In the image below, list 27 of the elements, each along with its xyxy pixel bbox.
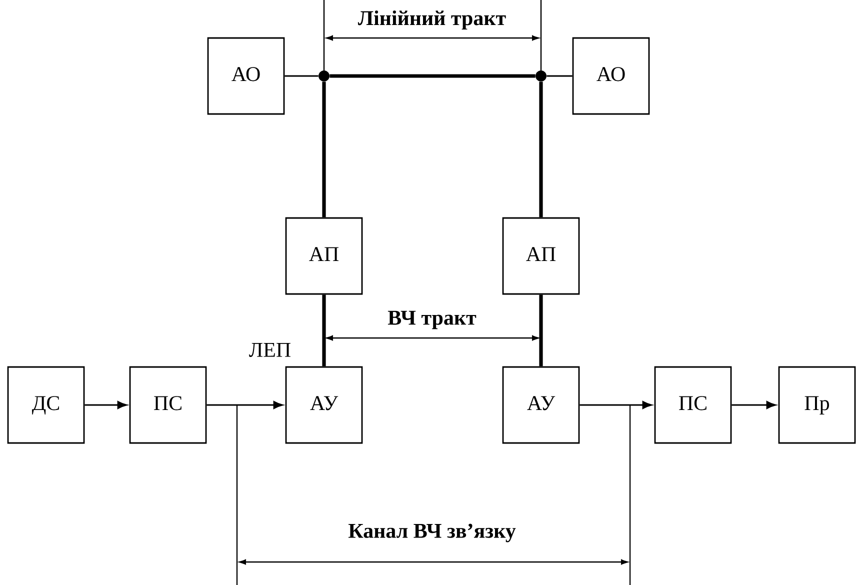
connector-line — [284, 75, 318, 77]
connector-line — [330, 74, 536, 78]
block-box: Пр — [778, 366, 856, 444]
dimension-label: ВЧ тракт — [388, 310, 476, 330]
connector-line — [322, 294, 326, 366]
arrow — [84, 401, 128, 409]
block-box: АП — [285, 217, 363, 295]
junction-dot — [318, 70, 330, 82]
junction-dot — [536, 70, 546, 82]
block-box: ПС — [654, 366, 732, 444]
dimension-label: Канал ВЧ зв’язку — [348, 524, 516, 542]
connector-line — [546, 75, 572, 77]
block-box: ПС — [129, 366, 207, 444]
block-box: АУ — [285, 366, 363, 444]
connector-line — [322, 82, 326, 218]
arrow — [580, 401, 652, 409]
block-box: АО — [572, 37, 650, 115]
connector-line — [539, 294, 543, 366]
block-box: АП — [502, 217, 580, 295]
block-box: ДС — [7, 366, 85, 444]
connector-line — [539, 82, 543, 218]
arrow — [206, 401, 284, 409]
dimension-label: ЛЕП — [249, 343, 291, 357]
block-box: АО — [207, 37, 285, 115]
arrow — [732, 401, 776, 409]
dimension-label: Лінійний тракт — [358, 10, 506, 30]
block-box: АУ — [502, 366, 580, 444]
